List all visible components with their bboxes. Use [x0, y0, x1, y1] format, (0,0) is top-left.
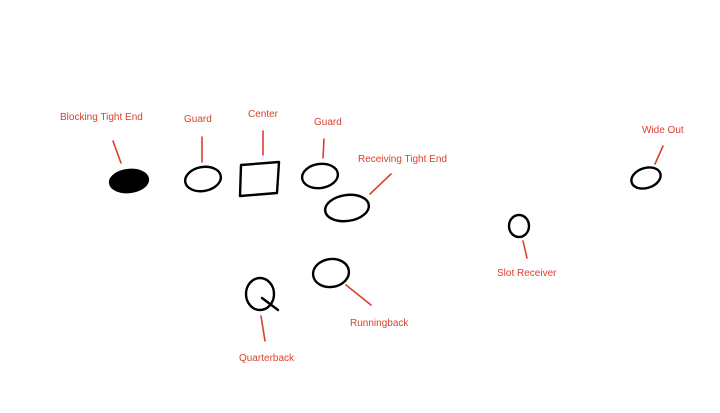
pointer-blocking-tight-end	[112, 140, 122, 164]
label-center: Center	[248, 109, 279, 120]
label-quarterback: Quarterback	[239, 353, 295, 364]
pointer-receiving-tight-end	[369, 173, 392, 195]
label-runningback: Runningback	[350, 318, 409, 329]
player-wide-out	[630, 166, 662, 190]
pointer-quarterback	[260, 315, 266, 342]
label-blocking-tight-end: Blocking Tight End	[60, 112, 143, 123]
pointer-guard-right	[322, 138, 325, 159]
label-slot-receiver: Slot Receiver	[497, 268, 557, 279]
label-guard-right: Guard	[314, 117, 342, 128]
player-slot-receiver	[507, 213, 531, 239]
label-wide-out: Wide Out	[642, 125, 684, 136]
pointer-slot-receiver	[522, 240, 528, 259]
player-quarterback	[244, 276, 280, 312]
pointer-runningback	[345, 284, 372, 306]
player-guard-left	[183, 165, 223, 193]
player-center	[238, 160, 281, 198]
pointer-wide-out	[654, 145, 664, 165]
player-guard-right	[300, 162, 340, 190]
player-blocking-tight-end	[108, 168, 150, 194]
player-receiving-tight-end	[323, 193, 371, 223]
label-receiving-tight-end: Receiving Tight End	[358, 154, 447, 165]
player-runningback	[311, 257, 351, 289]
label-guard-left: Guard	[184, 114, 212, 125]
